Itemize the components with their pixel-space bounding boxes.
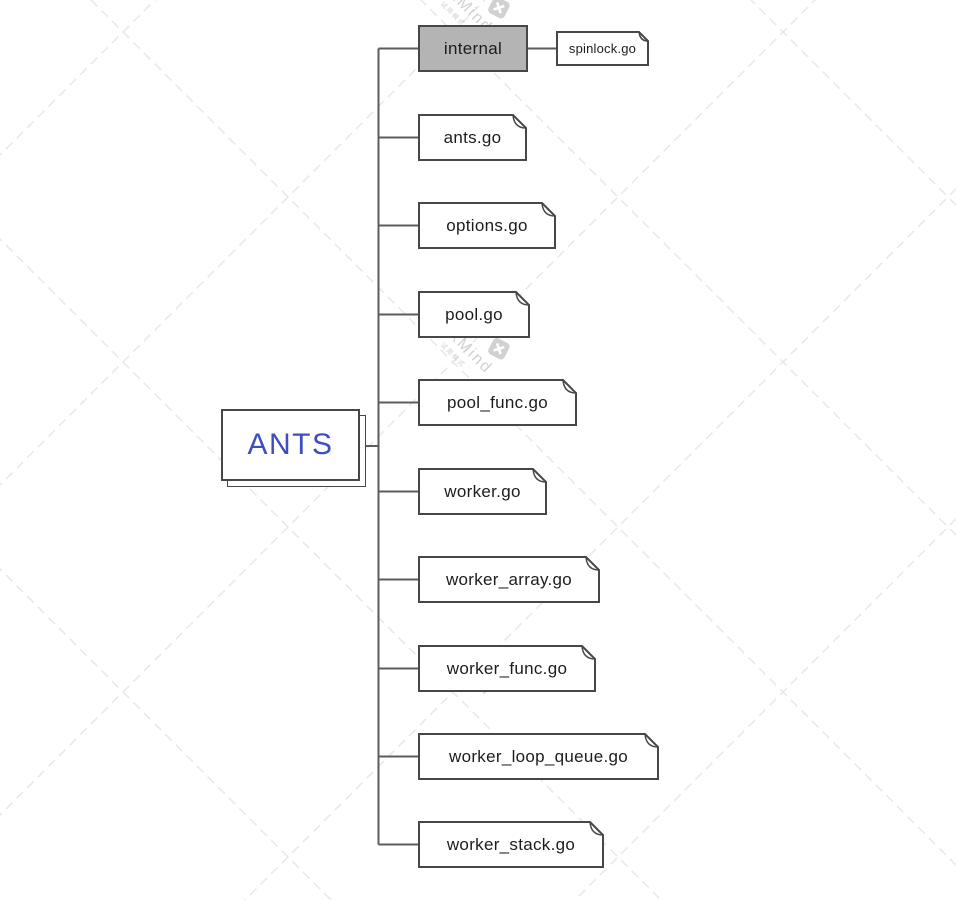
- node-label: internal: [443, 38, 503, 58]
- node-label: spinlock.go: [568, 41, 637, 56]
- tree-node-pool-func-go[interactable]: pool_func.go: [418, 379, 577, 426]
- file-shape: [556, 31, 649, 66]
- guide-dash-line: [573, 517, 956, 900]
- tree-node-spinlock-go[interactable]: spinlock.go: [556, 31, 649, 66]
- node-label: options.go: [446, 215, 528, 235]
- node-label: worker.go: [444, 481, 521, 501]
- node-label: ants.go: [443, 127, 502, 147]
- file-shape: [418, 202, 556, 249]
- file-shape: [418, 733, 659, 780]
- file-shape: [418, 379, 577, 426]
- tree-node-worker-loop-queue-go[interactable]: worker_loop_queue.go: [418, 733, 659, 780]
- tree-node-pool-go[interactable]: pool.go: [418, 291, 530, 338]
- root-node-ants[interactable]: ANTS: [221, 409, 360, 481]
- root-node-label: ANTS: [247, 428, 334, 461]
- file-shape: [418, 645, 596, 692]
- node-label: pool.go: [445, 304, 503, 324]
- guide-dash-line: [749, 0, 956, 207]
- tree-node-worker-array-go[interactable]: worker_array.go: [418, 556, 600, 603]
- node-label: pool_func.go: [447, 392, 548, 412]
- file-shape: [418, 291, 530, 338]
- tree-node-worker-func-go[interactable]: worker_func.go: [418, 645, 596, 692]
- file-shape: [418, 114, 527, 161]
- node-label: worker_loop_queue.go: [449, 746, 628, 766]
- file-shape: [418, 556, 600, 603]
- xmind-logo-icon: [488, 338, 510, 360]
- node-label: worker_func.go: [446, 658, 568, 678]
- tree-node-options-go[interactable]: options.go: [418, 202, 556, 249]
- xmind-logo-icon: [488, 0, 510, 19]
- tree-connector-path: [360, 47, 556, 846]
- tree-node-worker-go[interactable]: worker.go: [418, 468, 547, 515]
- tree-node-worker-stack-go[interactable]: worker_stack.go: [418, 821, 604, 868]
- file-shape: [418, 821, 604, 868]
- guide-dash-line: [419, 0, 956, 537]
- tree-node-ants-go[interactable]: ants.go: [418, 114, 527, 161]
- file-shape: [418, 468, 547, 515]
- node-label: worker_stack.go: [446, 834, 576, 854]
- node-label: worker_array.go: [445, 569, 573, 589]
- tree-node-internal[interactable]: internal: [418, 25, 528, 72]
